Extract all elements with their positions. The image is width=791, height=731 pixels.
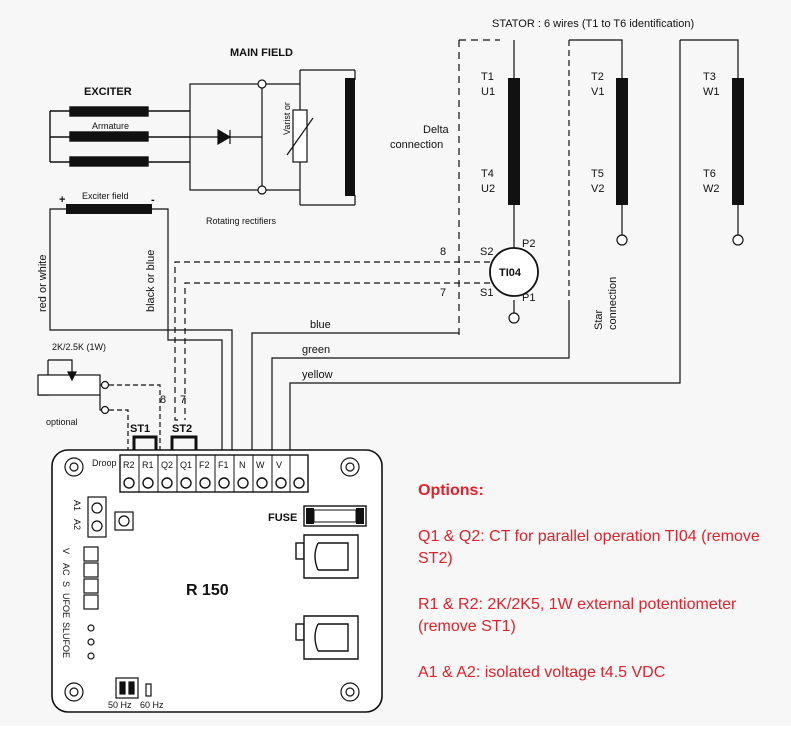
t6-label: T6 (703, 168, 716, 180)
side-label-s: S (61, 581, 71, 587)
red-or-white-label: red or white (37, 255, 49, 312)
minus-label: - (151, 194, 155, 206)
yellow-wire-label: yellow (302, 369, 333, 381)
fuse-label: FUSE (268, 512, 297, 524)
st1-label: ST1 (130, 423, 150, 435)
u1-label: U1 (481, 86, 495, 98)
power-wires (251, 40, 681, 455)
v2-label: V2 (591, 183, 604, 195)
a2-label: A2 (72, 519, 82, 530)
field-wires (49, 208, 233, 455)
delta-label-2: connection (390, 139, 443, 151)
side-label-v: V (61, 548, 71, 554)
r150-board (51, 449, 383, 713)
terminal-screws (123, 477, 305, 489)
wire-7-label: 7 (180, 394, 186, 406)
terminal-r1: R1 (142, 460, 154, 470)
star-label-1: Star (593, 309, 605, 330)
winding-w (732, 78, 744, 205)
exciter-field-label: Exciter field (82, 191, 129, 201)
rotating-rectifiers-label: Rotating rectifiers (206, 216, 277, 226)
pot-rating: 2K/2.5K (1W) (52, 342, 106, 352)
varistor-label: Varist or (282, 102, 292, 135)
side-label-ac: AC (61, 563, 71, 576)
star-label-2: connection (607, 277, 619, 330)
heatsink-1 (295, 534, 359, 579)
terminal-w: W (256, 460, 265, 470)
side-trimmers (83, 546, 99, 610)
main-field-winding (345, 78, 355, 196)
st2-label: ST2 (172, 423, 192, 435)
rotating-rectifiers (189, 69, 356, 206)
hz60-label: 60 Hz (140, 700, 164, 710)
side-label-ufoe: UFOE (61, 593, 71, 618)
side-label-slufoe: SLUFOE (61, 622, 71, 658)
v1-label: V1 (591, 86, 604, 98)
jumpers (132, 435, 198, 458)
options-title: Options: (418, 482, 484, 499)
terminal-n: N (239, 460, 246, 470)
pot-optional: optional (46, 417, 78, 427)
plus-label: + (59, 194, 65, 206)
hz-jumper (115, 677, 152, 699)
hz50-label: 50 Hz (108, 700, 132, 710)
wire-8-label: 8 (160, 394, 166, 406)
ct-wires (174, 261, 490, 421)
s1-label: S1 (480, 287, 493, 299)
ct-wire-8: 8 (440, 246, 446, 258)
stator-wiring (458, 39, 739, 340)
delta-label-1: Delta (423, 124, 450, 136)
main-field-label: MAIN FIELD (230, 47, 293, 59)
heatsink-2 (295, 615, 359, 660)
terminal-v: V (276, 460, 282, 470)
terminal-dividers (138, 455, 291, 492)
winding-v (616, 78, 628, 205)
w1-label: W1 (703, 86, 720, 98)
p1-label: P1 (522, 292, 535, 304)
option-q1-q2: Q1 & Q2: CT for parallel operation TI04 … (418, 528, 760, 567)
a1-label: A1 (72, 500, 82, 511)
option-a1-a2: A1 & A2: isolated voltage t4.5 VDC (418, 664, 666, 681)
terminal-q2: Q2 (161, 460, 173, 470)
terminal-f2: F2 (199, 460, 210, 470)
terminal-r2: R2 (123, 460, 135, 470)
t4-label: T4 (481, 168, 494, 180)
potentiometer (37, 359, 161, 455)
p2-label: P2 (522, 238, 535, 250)
u2-label: U2 (481, 183, 495, 195)
board-model: R 150 (186, 582, 229, 599)
t3-label: T3 (703, 71, 716, 83)
ct-name: TI04 (499, 267, 522, 279)
stator-title: STATOR : 6 wires (T1 to T6 identificatio… (492, 18, 694, 30)
t1-label: T1 (481, 71, 494, 83)
terminal-droop: Droop (92, 458, 117, 468)
exciter-field-winding (66, 204, 152, 214)
black-or-blue-label: black or blue (145, 250, 157, 312)
terminal-q1: Q1 (180, 460, 192, 470)
w2-label: W2 (703, 183, 720, 195)
green-wire-label: green (302, 344, 330, 356)
terminal-f1: F1 (218, 460, 229, 470)
ct-wire-7: 7 (440, 287, 446, 299)
t5-label: T5 (591, 168, 604, 180)
exciter-label: EXCITER (84, 86, 132, 98)
blue-wire-label: blue (310, 319, 331, 331)
armature-label: Armature (92, 121, 129, 131)
options-panel: Options: Q1 & Q2: CT for parallel operat… (418, 482, 778, 708)
ct-ti04 (489, 247, 539, 297)
mount-holes (64, 457, 360, 702)
winding-u (508, 78, 520, 205)
side-leds (87, 624, 95, 660)
s2-label: S2 (480, 246, 493, 258)
t2-label: T2 (591, 71, 604, 83)
exciter-armature (49, 106, 190, 167)
stator-terminals (508, 234, 744, 324)
option-r1-r2: R1 & R2: 2K/2K5, 1W external potentiomet… (418, 596, 737, 635)
